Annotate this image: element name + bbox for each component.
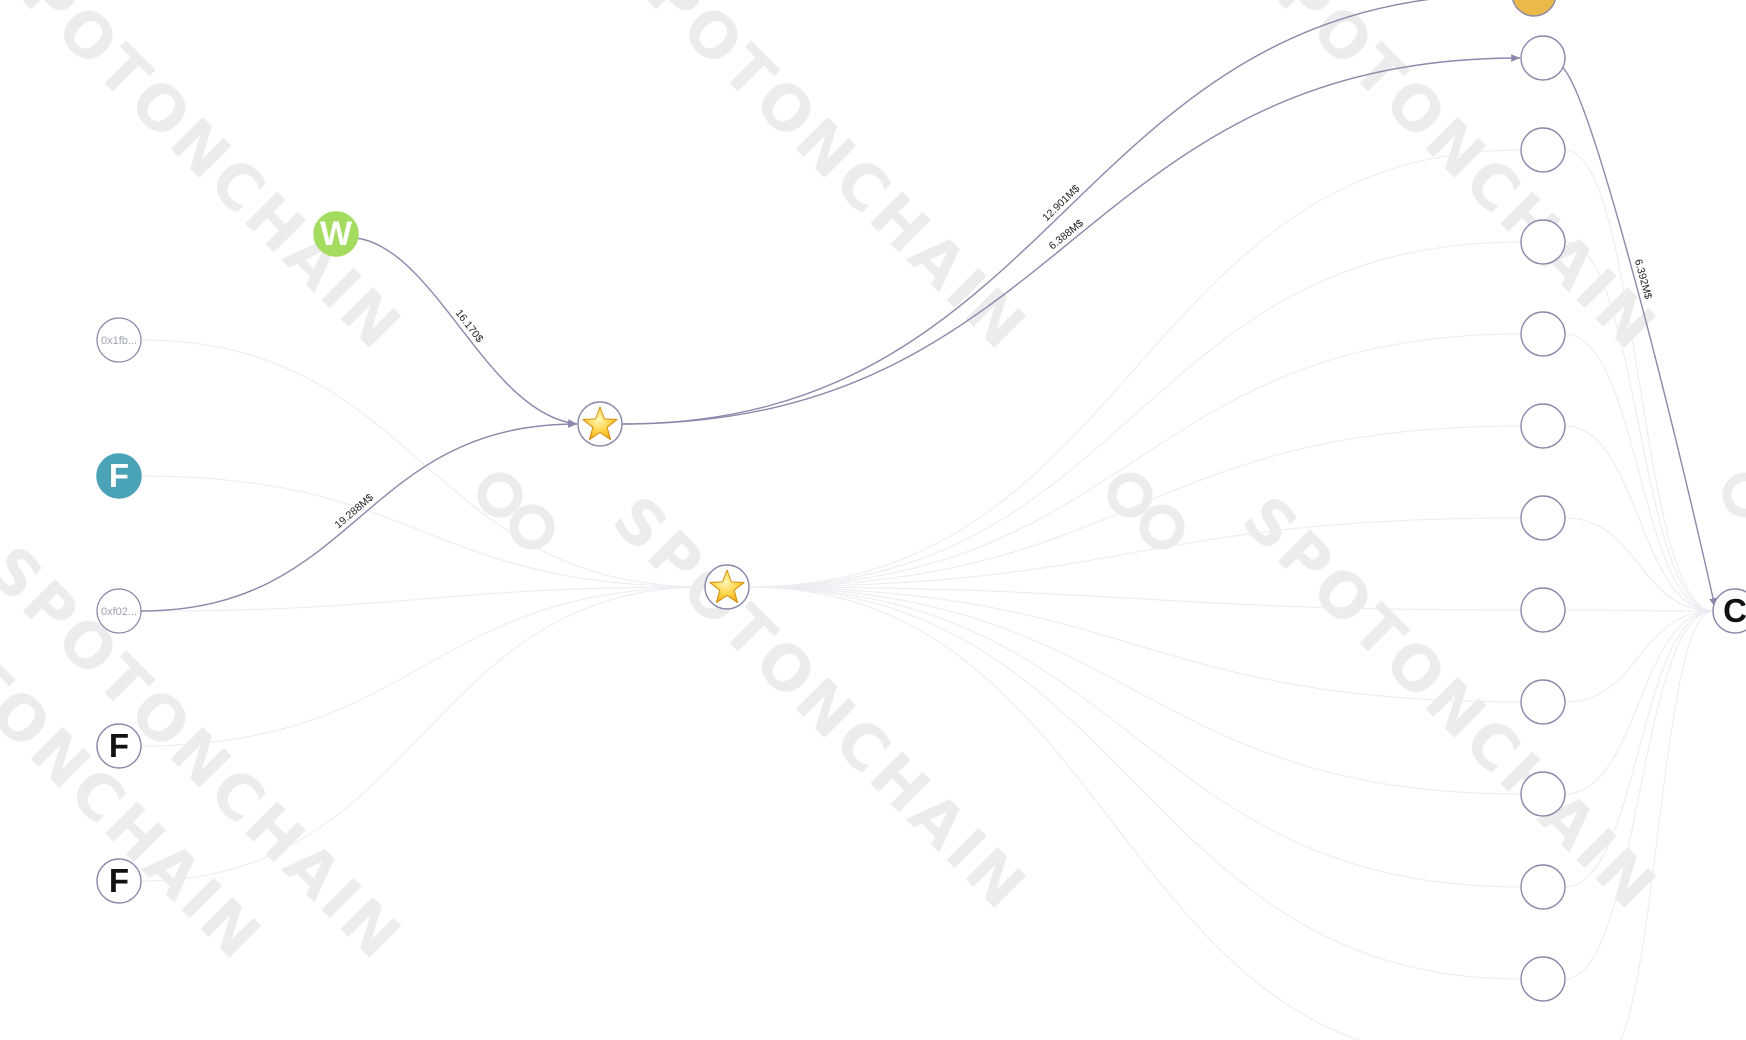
wallet-node[interactable] [1520,495,1566,541]
svg-text:SPOTONCHAIN: SPOTONCHAIN [1229,0,1672,365]
starred-entity-node[interactable] [704,564,750,610]
flow-edge-faint[interactable] [1564,610,1714,888]
watermark-layer: SPOTONCHAIN SPOTONCHAIN SPOTONCHAIN SPOTONC… [0,0,1746,975]
watermark-logo-icon [477,472,555,550]
flow-edge-faint[interactable] [1564,241,1714,612]
star-icon [709,569,745,604]
flow-edge-faint[interactable] [748,333,1522,588]
nodes-layer: W 0x1fb... F 0xf02... F F C [96,0,1746,1002]
entity-node-c[interactable]: C [1712,588,1746,634]
address-node[interactable]: 0xf02... [96,588,142,634]
flow-edge-faint[interactable] [1564,149,1714,612]
flow-edge-faint[interactable] [748,586,1522,611]
entity-letter: C [1723,592,1746,629]
flow-edge-faint[interactable] [748,425,1522,588]
watermark-text: SPOTONCHAIN [1229,482,1672,925]
flow-edge-faint[interactable] [748,586,1478,1040]
edge-amount-label: 12.901M$ [1040,183,1082,224]
svg-text:12.901M$: 12.901M$ [1040,183,1082,224]
entity-letter: F [109,727,129,764]
flow-edge-faint[interactable] [748,517,1522,588]
wallet-node[interactable] [1520,679,1566,725]
wallet-node[interactable] [1512,0,1556,17]
flow-edge-faint[interactable] [140,586,706,747]
flow-edge-strong[interactable] [621,0,1511,425]
flow-edge-faint[interactable] [1602,610,1714,1040]
starred-entity-node[interactable] [577,401,623,447]
entity-letter: W [320,215,353,253]
entity-node-w[interactable]: W [313,211,359,257]
wallet-node[interactable] [1520,864,1566,910]
svg-text:SPOTONCHAIN: SPOTONCHAIN [1229,482,1672,925]
flow-edge-faint[interactable] [1564,610,1714,703]
flow-edge-faint[interactable] [140,586,706,612]
flow-edge-strong[interactable] [355,237,578,427]
watermark-logo-icon [1722,472,1746,518]
address-label: 0x1fb... [101,335,137,347]
svg-text:SPOTONCHAIN: SPOTONCHAIN [0,0,417,365]
flow-edge-strong[interactable] [621,54,1521,425]
watermark-logo-icon [1107,472,1185,550]
wallet-node[interactable] [1520,35,1566,81]
flow-edge-faint[interactable] [140,339,706,588]
flow-edge-faint[interactable] [1564,425,1714,612]
flow-edge-faint[interactable] [748,149,1522,588]
wallet-node[interactable] [1520,587,1566,633]
wallet-node[interactable] [1520,219,1566,265]
flow-edge-faint[interactable] [1564,333,1714,612]
faint-edges-layer [140,149,1714,1040]
flow-edge-faint[interactable] [1564,517,1714,612]
flow-edge-faint[interactable] [1564,610,1714,795]
flow-edge-strong[interactable] [1562,67,1717,608]
wallet-node[interactable] [1520,403,1566,449]
star-icon [582,406,618,441]
wallet-node[interactable] [1520,127,1566,173]
address-node[interactable]: 0x1fb... [96,317,142,363]
wallet-node[interactable] [1520,311,1566,357]
flow-edge-faint[interactable] [748,586,1522,795]
wallet-node[interactable] [1520,771,1566,817]
flow-edge-faint[interactable] [140,586,706,882]
wallet-node[interactable] [1520,956,1566,1002]
flow-edge-strong[interactable] [140,420,578,612]
entity-letter: F [109,457,129,494]
strong-edges-layer [140,0,1717,612]
entity-node-f[interactable]: F [96,723,142,769]
flow-edge-faint[interactable] [748,586,1522,703]
entity-node-f[interactable]: F [96,858,142,904]
flow-edge-faint[interactable] [748,241,1522,588]
flow-edge-faint[interactable] [748,586,1522,888]
entity-letter: F [109,862,129,899]
watermark-text: SPOTONCHAIN [1229,0,1672,365]
svg-text:SPOTONCHAIN: SPOTONCHAIN [599,0,1042,365]
watermark-text: SPOTONCHAIN [0,0,417,365]
flow-edge-faint[interactable] [1564,610,1714,980]
watermark-text: SPOTONCHAIN [599,0,1042,365]
flow-edge-faint[interactable] [748,586,1522,980]
address-label: 0xf02... [101,606,137,618]
flow-edge-faint[interactable] [1564,609,1714,612]
flow-edge-faint[interactable] [140,475,706,588]
entity-node-f[interactable]: F [96,453,142,499]
